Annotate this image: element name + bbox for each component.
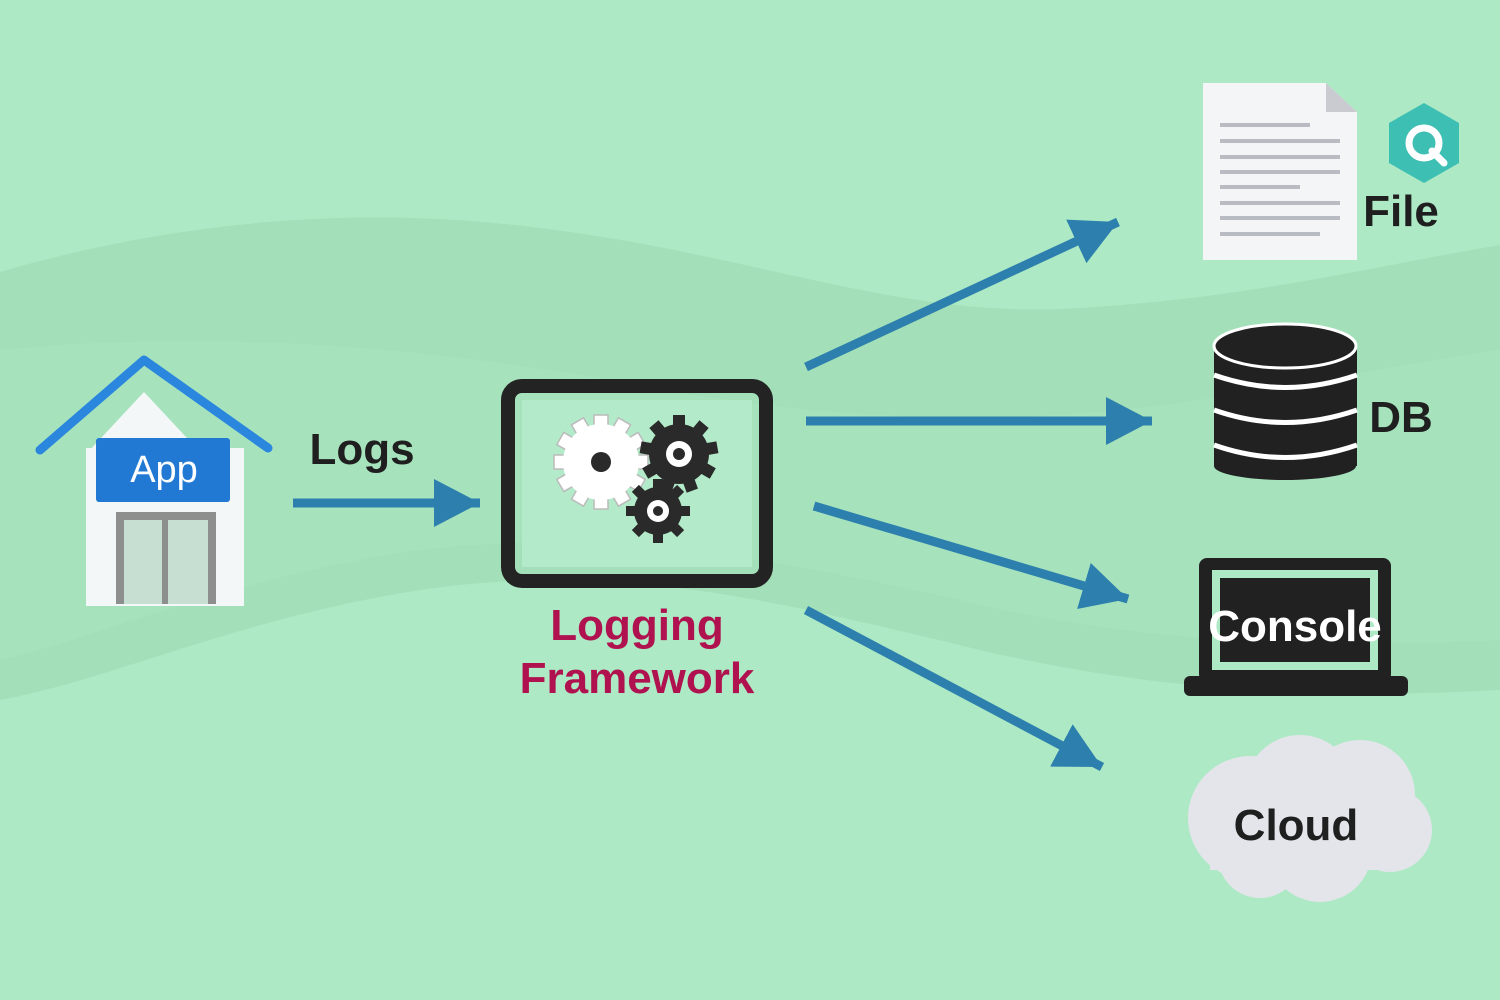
gear-icon: [626, 479, 690, 543]
brand-logo-icon: [1389, 103, 1459, 183]
file-label: File: [1363, 187, 1439, 236]
logs-edge-label: Logs: [309, 425, 414, 474]
framework-label-line1: Logging: [550, 601, 724, 650]
cloud-icon: [1188, 735, 1432, 902]
gear-icon: [553, 414, 649, 510]
arrow-to-console: [812, 501, 1130, 609]
app-label: App: [130, 449, 198, 491]
console-laptop-icon: [1184, 558, 1408, 696]
gear-icon: [639, 415, 719, 493]
framework-label-line2: Framework: [520, 654, 755, 703]
file-document-icon: [1203, 83, 1357, 260]
arrow-to-cloud: [803, 606, 1105, 771]
cloud-label: Cloud: [1234, 801, 1359, 850]
app-house-icon: [35, 355, 273, 606]
arrow-to-file: [804, 217, 1120, 372]
database-icon: [1212, 322, 1358, 480]
console-label: Console: [1208, 602, 1382, 651]
db-label: DB: [1369, 393, 1433, 442]
